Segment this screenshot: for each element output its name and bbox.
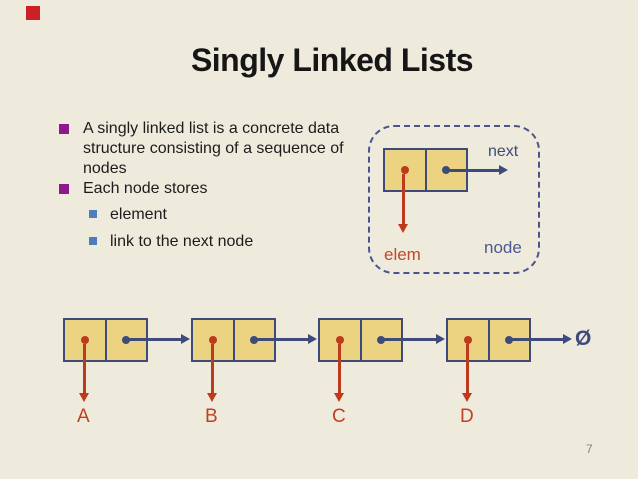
- next-arrow-head-icon: [436, 334, 445, 344]
- elem-cell: [448, 320, 488, 360]
- elem-arrow-head-icon: [462, 393, 472, 402]
- next-arrow-line: [446, 169, 500, 172]
- sub-bullet-item: element: [110, 206, 167, 223]
- bullet-item: Each node stores: [83, 180, 208, 197]
- elem-arrow-head-icon: [207, 393, 217, 402]
- elem-arrow-line: [83, 344, 86, 394]
- elem-pointer-dot: [335, 336, 344, 344]
- next-arrow-line: [510, 338, 564, 341]
- node-label: node: [484, 238, 522, 257]
- bullet-square-icon: [59, 184, 69, 194]
- next-label: next: [488, 143, 519, 160]
- next-cell: [359, 320, 402, 360]
- elem-cell: [193, 320, 233, 360]
- next-arrow-head-icon: [181, 334, 190, 344]
- next-cell: [232, 320, 275, 360]
- next-arrow-head-icon: [308, 334, 317, 344]
- next-pointer-dot: [377, 336, 386, 344]
- elem-cell: [65, 320, 105, 360]
- element-label: C: [332, 406, 346, 427]
- elem-arrow-head-icon: [398, 224, 408, 233]
- node-diagram-dashed-box: [368, 125, 540, 274]
- null-terminator-symbol: Ø: [575, 327, 592, 350]
- elem-arrow-line: [402, 174, 405, 225]
- elem-pointer-dot: [208, 336, 217, 344]
- next-arrow-line: [127, 338, 182, 341]
- page-title: Singly Linked Lists: [190, 42, 474, 78]
- next-pointer-dot: [122, 336, 131, 344]
- elem-arrow-line: [466, 344, 469, 394]
- element-label: A: [77, 406, 90, 427]
- next-arrow-head-icon: [563, 334, 572, 344]
- page-number: 7: [586, 442, 593, 456]
- elem-pointer-dot: [80, 336, 89, 344]
- next-arrow-line: [382, 338, 437, 341]
- next-pointer-dot: [505, 336, 514, 344]
- elem-arrow-head-icon: [334, 393, 344, 402]
- elem-cell: [385, 150, 425, 190]
- next-cell: [487, 320, 530, 360]
- next-pointer-dot: [250, 336, 259, 344]
- elem-arrow-line: [211, 344, 214, 394]
- element-label: D: [460, 406, 474, 427]
- red-square-marker: [26, 6, 40, 20]
- elem-cell: [320, 320, 360, 360]
- elem-pointer-dot: [400, 166, 409, 174]
- elem-arrow-line: [338, 344, 341, 394]
- next-arrow-head-icon: [499, 165, 508, 175]
- element-label: B: [205, 406, 218, 427]
- sub-bullet-square-icon: [89, 210, 97, 218]
- bullet-square-icon: [59, 124, 69, 134]
- elem-pointer-dot: [463, 336, 472, 344]
- next-arrow-line: [255, 338, 310, 341]
- bullet-item: A singly linked list is a concrete data …: [83, 120, 344, 177]
- next-cell: [104, 320, 147, 360]
- elem-arrow-head-icon: [79, 393, 89, 402]
- sub-bullet-item: link to the next node: [110, 233, 254, 250]
- elem-label: elem: [384, 245, 421, 264]
- list-node: [318, 318, 403, 362]
- sub-bullet-square-icon: [89, 237, 97, 245]
